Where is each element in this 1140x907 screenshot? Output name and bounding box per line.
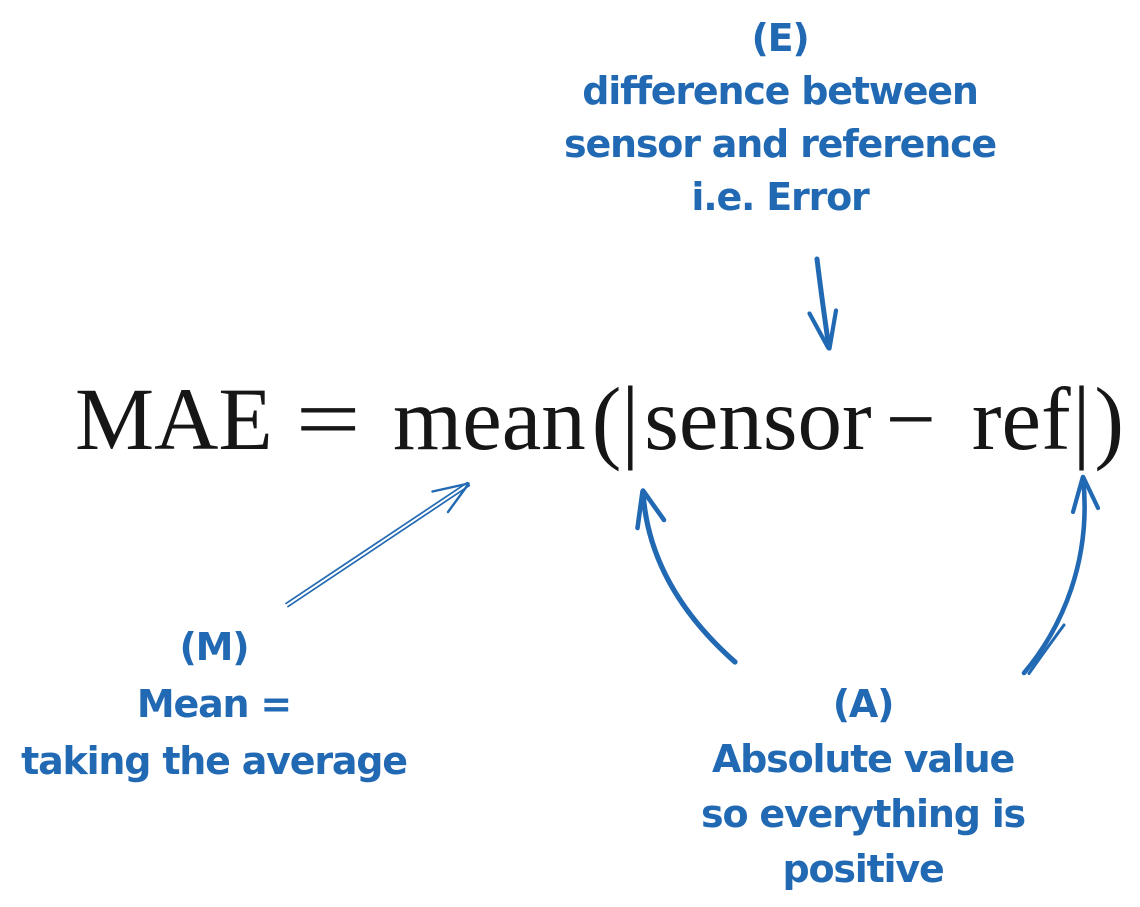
arrow-barb <box>1070 475 1085 515</box>
annotation-error-line: difference between <box>582 69 979 113</box>
arrow-shaft <box>640 489 738 665</box>
annotation-error-line: i.e. Error <box>691 175 869 219</box>
formula-right-abs-bar: | <box>1072 368 1091 472</box>
error-down-arrow-icon <box>807 256 839 351</box>
arrow-barb <box>635 489 645 531</box>
annotation-mean-line: taking the average <box>21 739 408 783</box>
formula-mae-term: MAE <box>75 371 273 469</box>
annotation-mean-label: (M) <box>179 625 250 669</box>
annotation-error-line: sensor and reference <box>564 122 997 166</box>
arrow-barb <box>431 482 470 493</box>
formula-equals-sign: = <box>295 371 361 469</box>
arrow-barb <box>827 308 839 351</box>
formula-close-paren: ) <box>1094 369 1125 473</box>
arrow-barb <box>807 311 831 350</box>
formula-ref-term: ref <box>971 371 1071 469</box>
arrow-shaft <box>287 484 471 608</box>
arrow-barb <box>1081 475 1101 511</box>
mean-up-right-arrow-icon <box>285 481 471 608</box>
annotation-absolute-line: positive <box>782 847 944 891</box>
annotation-absolute-line: so everything is <box>701 792 1026 836</box>
annotation-absolute: (A) Absolute value so everything is posi… <box>701 677 1026 897</box>
absolute-right-curved-arrow-icon <box>1021 474 1101 676</box>
formula-open-paren: ( <box>591 369 622 473</box>
absolute-left-curved-arrow-icon <box>635 488 738 665</box>
arrow-barb <box>446 482 470 514</box>
formula-mean-function: mean <box>392 371 586 469</box>
annotation-error: (E) difference between sensor and refere… <box>564 12 997 224</box>
arrow-shaft <box>285 481 469 605</box>
annotation-absolute-line: Absolute value <box>711 737 1015 781</box>
annotation-error-label: (E) <box>751 16 809 60</box>
formula-mae: MAE = mean ( | sensor − ref | ) <box>75 369 1124 473</box>
annotation-absolute-label: (A) <box>832 682 895 726</box>
formula-left-abs-bar: | <box>621 368 640 472</box>
arrow-shaft <box>814 256 832 351</box>
arrow-barb <box>640 488 667 523</box>
arrow-double-stroke <box>1027 623 1066 675</box>
formula-minus-sign: − <box>885 371 936 469</box>
annotation-mean-line: Mean = <box>136 682 292 726</box>
annotation-mean: (M) Mean = taking the average <box>21 619 408 790</box>
arrow-shaft <box>1021 474 1087 676</box>
formula-sensor-term: sensor <box>644 371 872 469</box>
